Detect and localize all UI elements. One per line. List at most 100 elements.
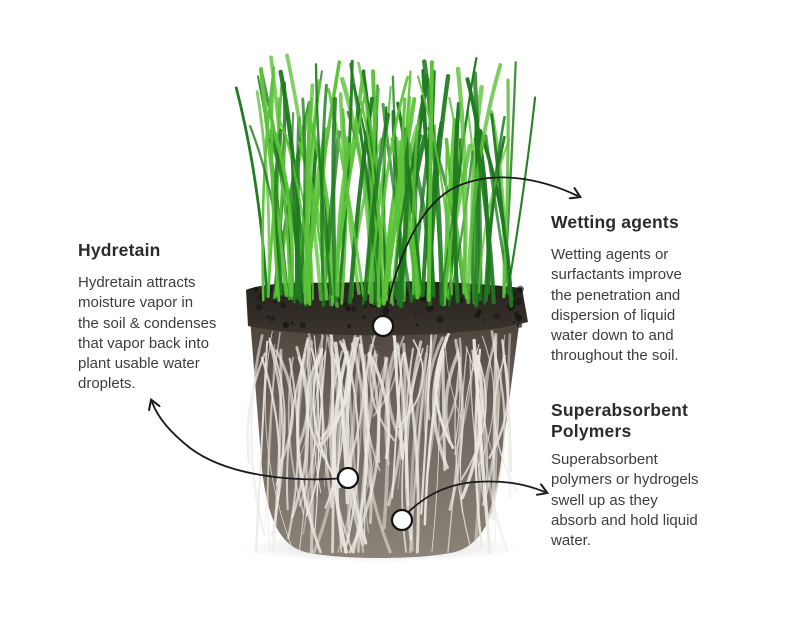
soil-speck bbox=[517, 322, 523, 328]
root-strand bbox=[420, 334, 433, 515]
root-strand bbox=[409, 345, 429, 554]
grass-blade bbox=[411, 117, 420, 296]
root-strand bbox=[304, 335, 325, 524]
soil-speck bbox=[514, 311, 519, 317]
root-strand bbox=[342, 338, 360, 553]
soil-speck bbox=[346, 324, 352, 329]
root-strand bbox=[287, 357, 299, 540]
root-strand bbox=[482, 336, 509, 553]
soil-speck bbox=[513, 300, 516, 303]
grass-blade bbox=[362, 112, 391, 302]
grass-blade bbox=[376, 75, 410, 303]
root-strand bbox=[423, 350, 445, 526]
marker-wetting-agents bbox=[371, 314, 395, 338]
grass-blade bbox=[455, 66, 468, 295]
grass-blade bbox=[506, 96, 537, 295]
soil-speck bbox=[428, 305, 434, 311]
root-strand bbox=[424, 340, 433, 442]
root-strand bbox=[426, 350, 446, 472]
soil-speck bbox=[514, 297, 522, 306]
soil-speck bbox=[342, 301, 348, 307]
marker-hydretain bbox=[336, 466, 360, 490]
callout-superabsorbent-polymers: Superabsorbent Polymers Superabsorbent p… bbox=[551, 400, 751, 551]
superabsorbent-polymers-title: Superabsorbent Polymers bbox=[551, 400, 688, 441]
soil-speck bbox=[414, 313, 418, 316]
root-strand bbox=[322, 329, 341, 437]
root-strand bbox=[298, 358, 310, 553]
root-strand bbox=[397, 339, 424, 428]
root-strand bbox=[397, 350, 403, 490]
soil-speck bbox=[269, 315, 275, 322]
grass-blade bbox=[234, 86, 269, 298]
grass-blade bbox=[447, 150, 474, 307]
grass-blade bbox=[291, 111, 303, 306]
soil-speck bbox=[415, 323, 419, 327]
grass-blade bbox=[452, 101, 461, 304]
grass-blade bbox=[261, 75, 275, 302]
wetting-agents-body: Wetting agents or surfactants improve th… bbox=[551, 246, 682, 365]
grass-blade bbox=[422, 59, 445, 306]
root-strand bbox=[362, 343, 392, 554]
soil-speck bbox=[363, 303, 368, 309]
root-strand bbox=[271, 348, 283, 554]
root-strand bbox=[494, 334, 506, 544]
root-strand bbox=[351, 343, 370, 554]
soil-speck bbox=[362, 314, 367, 320]
callout-wetting-agents: Wetting agents Wetting agents or surfact… bbox=[551, 212, 751, 367]
root-strand bbox=[453, 349, 475, 455]
grass-blade bbox=[448, 57, 478, 301]
grass-blade bbox=[335, 142, 352, 297]
grass-blade bbox=[367, 85, 392, 294]
soil-speck bbox=[493, 312, 501, 320]
root-strand bbox=[320, 340, 352, 440]
soil-speck bbox=[512, 321, 515, 324]
grass-blade bbox=[255, 90, 271, 299]
wetting-agents-title: Wetting agents bbox=[551, 212, 679, 232]
grass-blade bbox=[426, 60, 434, 302]
soil-speck bbox=[436, 315, 444, 323]
root-strand bbox=[246, 352, 266, 465]
root-strand bbox=[506, 333, 512, 499]
root-strand bbox=[454, 347, 461, 443]
soil-speck bbox=[266, 315, 269, 319]
callout-hydretain: Hydretain Hydretain attracts moisture va… bbox=[78, 240, 248, 395]
root-strand bbox=[330, 331, 335, 554]
hydretain-body: Hydretain attracts moisture vapor in the… bbox=[78, 274, 217, 393]
root-strand bbox=[501, 339, 513, 473]
hydretain-title: Hydretain bbox=[78, 240, 161, 260]
root-strand bbox=[431, 358, 440, 553]
root-strand bbox=[290, 346, 310, 519]
root-strand bbox=[264, 330, 293, 548]
grass-blades bbox=[234, 53, 537, 309]
root-strand bbox=[264, 344, 276, 527]
root-strand bbox=[444, 352, 460, 443]
soil-speck bbox=[482, 319, 486, 322]
soil-speck bbox=[517, 285, 524, 293]
soil-speck bbox=[299, 322, 306, 329]
arrow-superabsorbent-polymers bbox=[401, 480, 545, 519]
root-strand bbox=[369, 350, 396, 442]
grass-blade bbox=[314, 63, 333, 296]
grass-blade bbox=[268, 107, 291, 301]
root-strand bbox=[268, 339, 285, 502]
marker-superabsorbent-polymers bbox=[390, 508, 414, 532]
grass-blade bbox=[416, 75, 453, 296]
soil-speck bbox=[273, 300, 277, 304]
root-strand bbox=[447, 347, 468, 553]
root-strand bbox=[267, 332, 281, 553]
grass-blade bbox=[396, 127, 410, 307]
soil-speck bbox=[351, 306, 357, 313]
root-strand bbox=[432, 337, 449, 470]
root-strand bbox=[460, 344, 480, 514]
root-strand bbox=[454, 356, 471, 546]
root-strand bbox=[306, 337, 314, 554]
soil-speck bbox=[255, 303, 263, 311]
grass-blade bbox=[331, 96, 338, 303]
grass-blade bbox=[465, 77, 491, 295]
root-strand bbox=[391, 353, 404, 499]
grass-blade bbox=[383, 97, 407, 296]
root-strand bbox=[469, 354, 487, 510]
grass-blade bbox=[396, 101, 423, 298]
grass-blade bbox=[337, 59, 354, 299]
